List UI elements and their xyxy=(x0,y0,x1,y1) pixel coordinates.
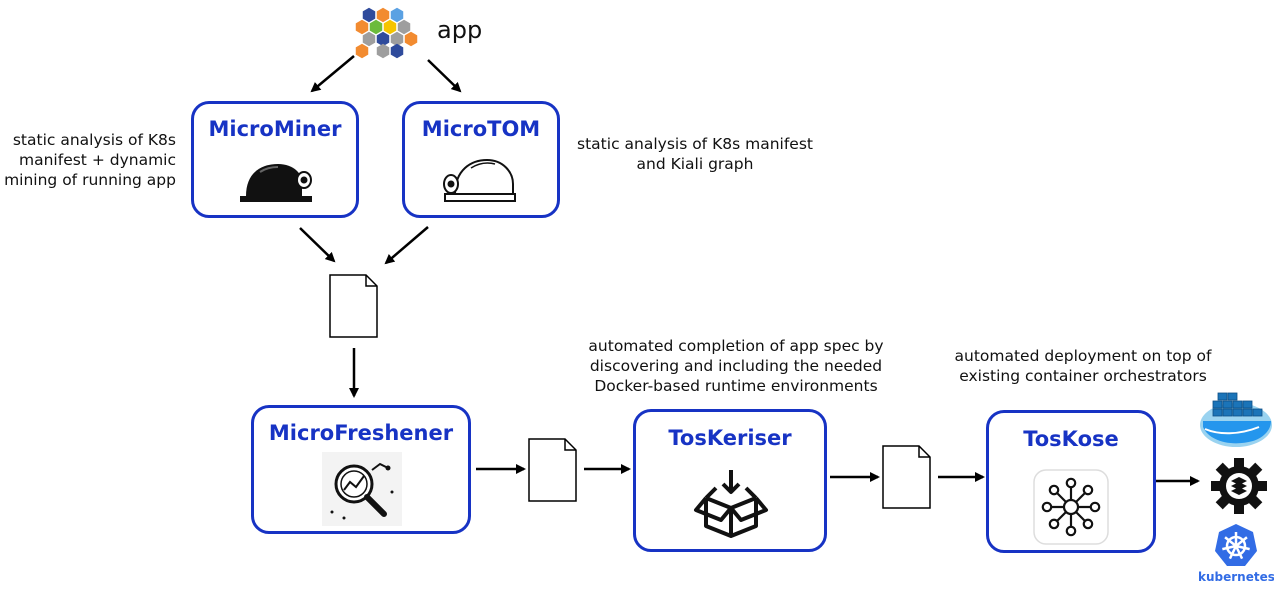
miner-helmet-outline-icon xyxy=(443,158,516,202)
microminer-title: MicroMiner xyxy=(208,117,342,141)
document-icon xyxy=(329,274,378,338)
miner-helmet-icon xyxy=(240,164,312,202)
arrow-app-to-microminer xyxy=(310,55,355,93)
microfreshener-title: MicroFreshener xyxy=(268,421,454,445)
kubernetes-icon xyxy=(1215,524,1257,566)
microtom-title: MicroTOM xyxy=(421,117,541,141)
app-hexagon-logo xyxy=(355,7,418,59)
toskose-note: automated deployment on top of existing … xyxy=(954,347,1212,385)
microtom-box: MicroTOM xyxy=(402,101,560,218)
toskeriser-box: TosKeriser xyxy=(633,409,827,552)
magnifier-analytics-icon xyxy=(322,452,402,526)
app-label: app xyxy=(437,16,483,44)
document-icon xyxy=(882,445,931,509)
document-icon xyxy=(528,438,577,502)
toskose-title: TosKose xyxy=(1023,427,1119,451)
microminer-box: MicroMiner xyxy=(191,101,359,218)
toskeriser-note: automated completion of app spec by disc… xyxy=(588,337,884,395)
microfreshener-box: MicroFreshener xyxy=(251,405,471,534)
arrow-microminer-to-doc xyxy=(299,227,336,263)
microtom-note: static analysis of K8s manifest and Kial… xyxy=(577,135,813,173)
microminer-note: static analysis of K8s manifest + dynami… xyxy=(4,131,176,189)
arrow-microtom-to-doc xyxy=(384,226,429,265)
network-hub-icon xyxy=(1033,469,1109,545)
toskose-box: TosKose xyxy=(986,410,1156,553)
docker-swarm-icon xyxy=(1200,392,1272,447)
kubernetes-label: kubernetes xyxy=(1198,570,1274,584)
arrow-app-to-microtom xyxy=(427,59,462,93)
package-box-icon xyxy=(694,470,768,538)
toskeriser-title: TosKeriser xyxy=(668,426,792,450)
nomad-cluster-icon xyxy=(1211,458,1267,514)
